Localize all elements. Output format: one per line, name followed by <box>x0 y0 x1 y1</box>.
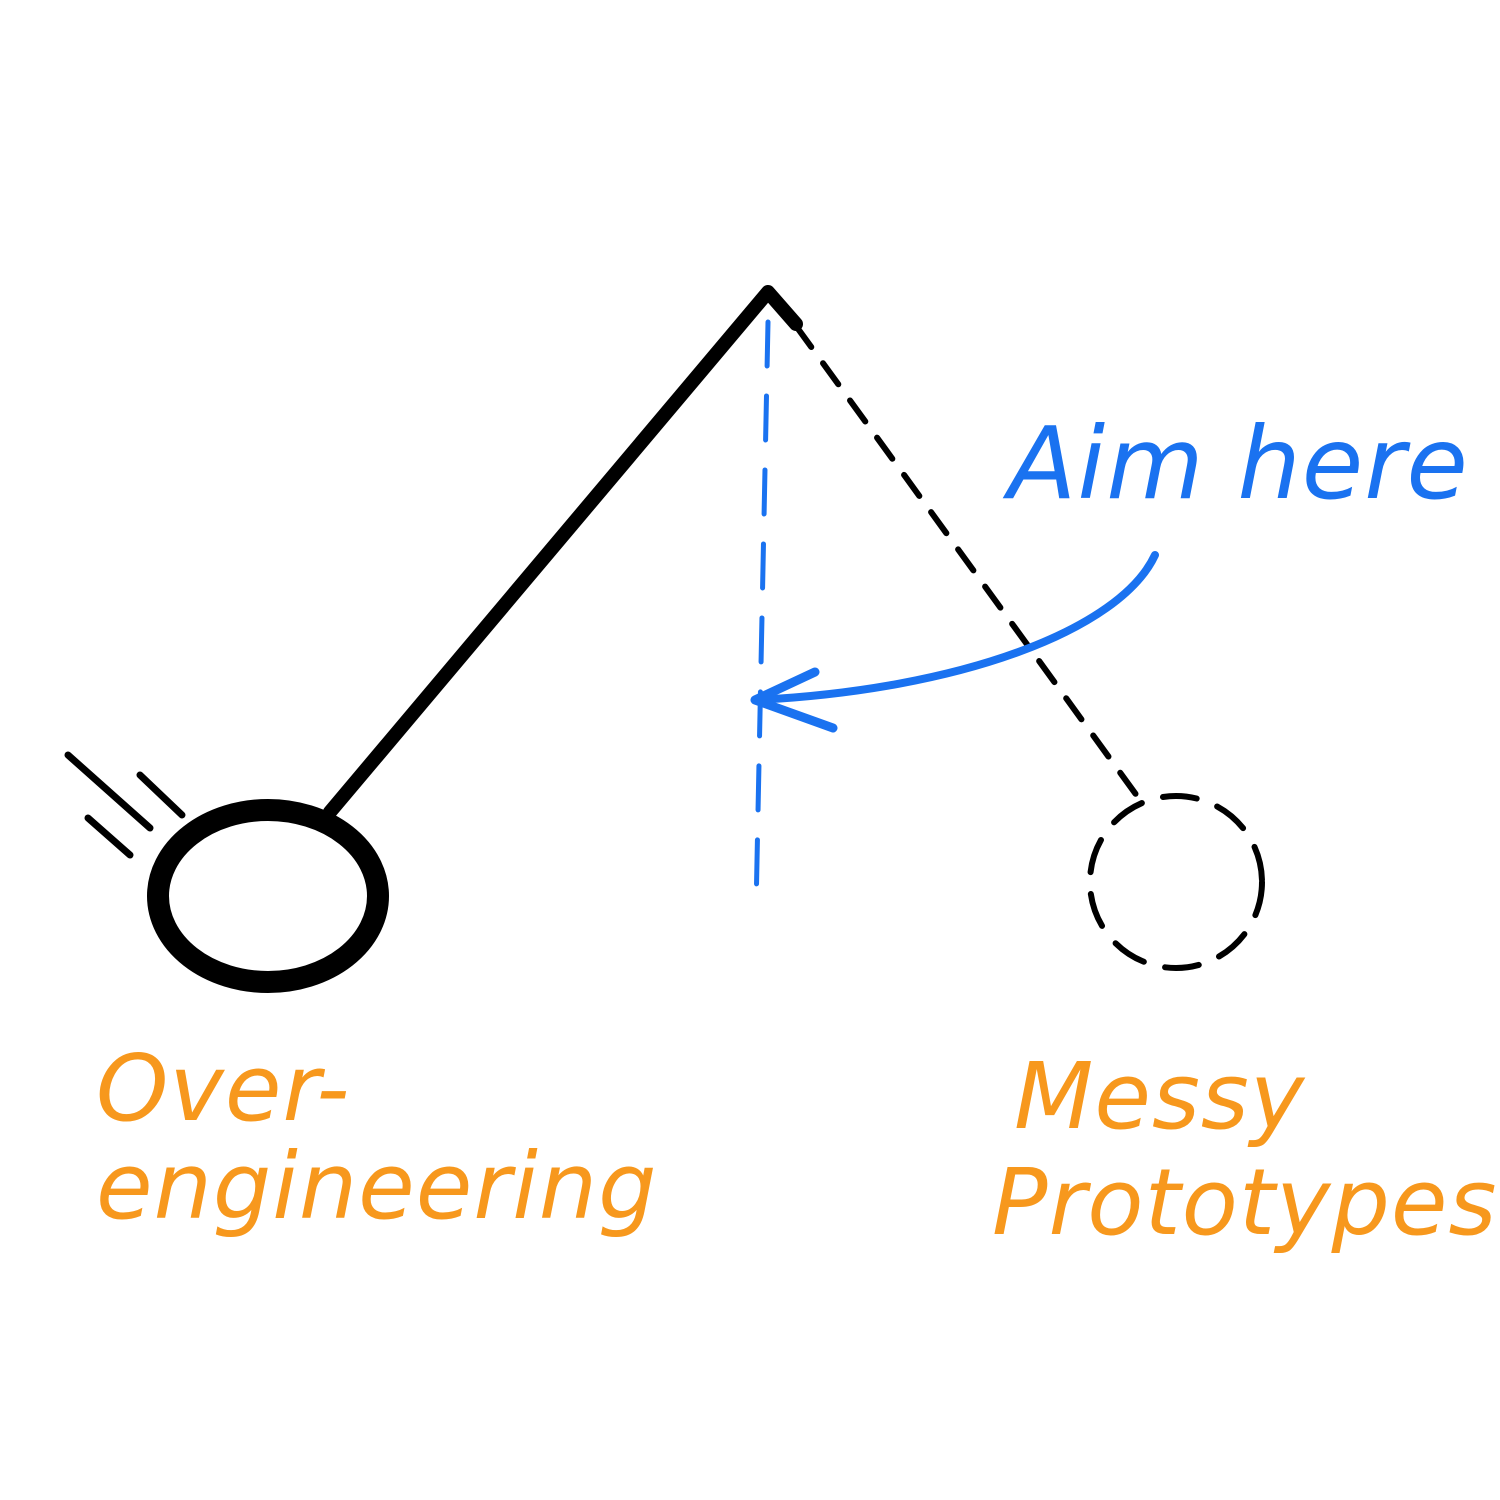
aim-arrowhead-icon <box>750 667 838 733</box>
messy-prototypes-label-line2: Prototypes <box>992 1149 1497 1256</box>
over-engineering-label-line2: engineering <box>96 1133 657 1240</box>
pendulum-bob-dashed <box>1087 793 1265 971</box>
over-engineering-label-line1: Over- <box>96 1035 350 1142</box>
pendulum-bob-solid <box>147 799 389 993</box>
aim-arrow <box>751 551 1159 704</box>
pendulum-rod-solid <box>323 285 803 819</box>
aim-here-label: Aim here <box>1002 405 1469 522</box>
center-line <box>753 319 771 913</box>
motion-lines <box>64 751 186 859</box>
pendulum-rod-dashed <box>793 323 1143 803</box>
messy-prototypes-label-line1: Messy <box>1014 1043 1306 1150</box>
